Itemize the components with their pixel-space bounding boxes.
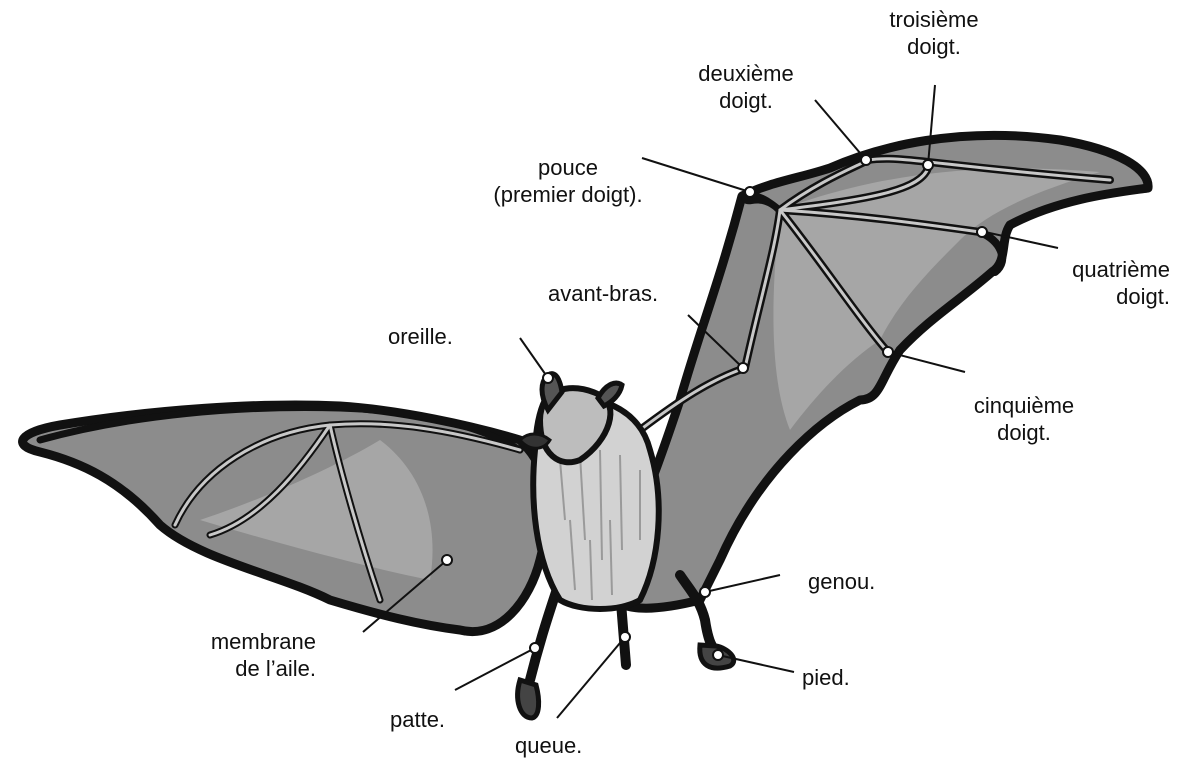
label-queue: queue. <box>515 732 582 759</box>
bat-ear-right <box>598 383 622 406</box>
label-cinquieme-line2: doigt. <box>954 419 1094 446</box>
label-troisieme-line1: troisième <box>872 6 996 33</box>
label-patte-line1: patte. <box>390 706 445 733</box>
label-deuxieme-line1: deuxième <box>684 60 808 87</box>
label-avant-bras: avant-bras. <box>548 280 658 307</box>
label-quatrieme-line1: quatrième <box>1040 256 1170 283</box>
dot-membrane <box>442 555 452 565</box>
label-pouce-line2: (premier doigt). <box>468 181 668 208</box>
dot-cinquieme <box>883 347 893 357</box>
label-oreille-line1: oreille. <box>388 323 453 350</box>
label-pouce: pouce (premier doigt). <box>468 154 668 208</box>
label-genou: genou. <box>808 568 875 595</box>
label-quatrieme-line2: doigt. <box>1040 283 1170 310</box>
dot-avant-bras <box>738 363 748 373</box>
label-pied: pied. <box>802 664 850 691</box>
label-troisieme-line2: doigt. <box>872 33 996 60</box>
dot-oreille <box>543 373 553 383</box>
dot-troisieme <box>923 160 933 170</box>
dot-queue <box>620 632 630 642</box>
label-genou-line1: genou. <box>808 568 875 595</box>
leader-cinquieme <box>888 352 965 372</box>
dot-deuxieme <box>861 155 871 165</box>
leader-queue <box>557 637 625 718</box>
label-membrane: membrane de l’aile. <box>180 628 316 682</box>
bat-snout <box>520 434 550 448</box>
label-quatrieme-doigt: quatrième doigt. <box>1040 256 1170 310</box>
label-cinquieme-doigt: cinquième doigt. <box>954 392 1094 446</box>
label-deuxieme-line2: doigt. <box>684 87 808 114</box>
label-deuxieme-doigt: deuxième doigt. <box>684 60 808 114</box>
dot-pied <box>713 650 723 660</box>
label-troisieme-doigt: troisième doigt. <box>872 6 996 60</box>
leader-deuxieme <box>815 100 866 160</box>
label-queue-line1: queue. <box>515 732 582 759</box>
dot-pouce <box>745 187 755 197</box>
dot-genou <box>700 587 710 597</box>
label-pouce-line1: pouce <box>468 154 668 181</box>
label-cinquieme-line1: cinquième <box>954 392 1094 419</box>
label-avant-bras-line1: avant-bras. <box>548 280 658 307</box>
label-membrane-line1: membrane <box>180 628 316 655</box>
dot-patte <box>530 643 540 653</box>
label-membrane-line2: de l’aile. <box>180 655 316 682</box>
label-patte: patte. <box>390 706 445 733</box>
left-foot <box>518 680 539 718</box>
label-oreille: oreille. <box>388 323 453 350</box>
dot-quatrieme <box>977 227 987 237</box>
leader-oreille <box>520 338 548 378</box>
label-pied-line1: pied. <box>802 664 850 691</box>
